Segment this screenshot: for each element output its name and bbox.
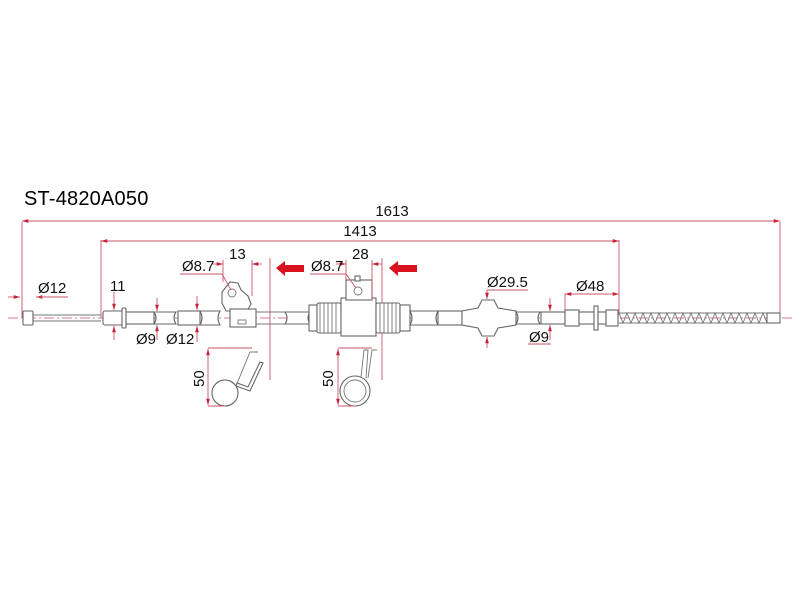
casing-dia-left-label: Ø12 — [166, 331, 194, 348]
part-number-label: ST-4820A050 — [24, 188, 149, 210]
end-fitting-dia-label: Ø12 — [38, 280, 66, 297]
arrow-indicator-left — [276, 261, 304, 276]
inner-length-value: 1413 — [343, 223, 376, 240]
return-spring — [618, 311, 781, 325]
sleeve-section: 11 — [102, 278, 155, 340]
dimension-overall-length: 1613 — [21, 203, 781, 318]
bracket1-hole-label: Ø8.7 — [182, 258, 215, 275]
bracket2-width-label: 28 — [352, 246, 369, 263]
arrow-indicator-right — [389, 261, 417, 276]
dimension-inner-length: 1413 — [100, 223, 620, 318]
bracket-1: 13 Ø8.7 — [180, 246, 285, 328]
overall-length-value: 1613 — [375, 203, 408, 220]
clip-2: 50 — [320, 347, 377, 407]
left-end-fitting: Ø12 — [8, 280, 101, 326]
sleeve-length-label: 11 — [110, 278, 126, 295]
bracket-2: 28 Ø8.7 — [308, 246, 411, 337]
casing-left: Ø9 Ø12 — [136, 296, 221, 348]
grommet: Ø29.5 — [461, 274, 528, 348]
grommet-dia-label: Ø29.5 — [487, 274, 528, 291]
spring-section-label: Ø48 — [576, 278, 604, 295]
clip2-height-label: 50 — [320, 370, 337, 387]
cable-dia-right-label: Ø9 — [529, 329, 549, 346]
cable-dia-left-label: Ø9 — [136, 331, 156, 348]
clip1-height-label: 50 — [191, 370, 208, 387]
clip-1: 50 — [191, 347, 264, 407]
right-adjuster: Ø48 — [564, 278, 619, 331]
bracket1-width-label: 13 — [229, 246, 246, 263]
bracket2-hole-label: Ø8.7 — [311, 258, 344, 275]
